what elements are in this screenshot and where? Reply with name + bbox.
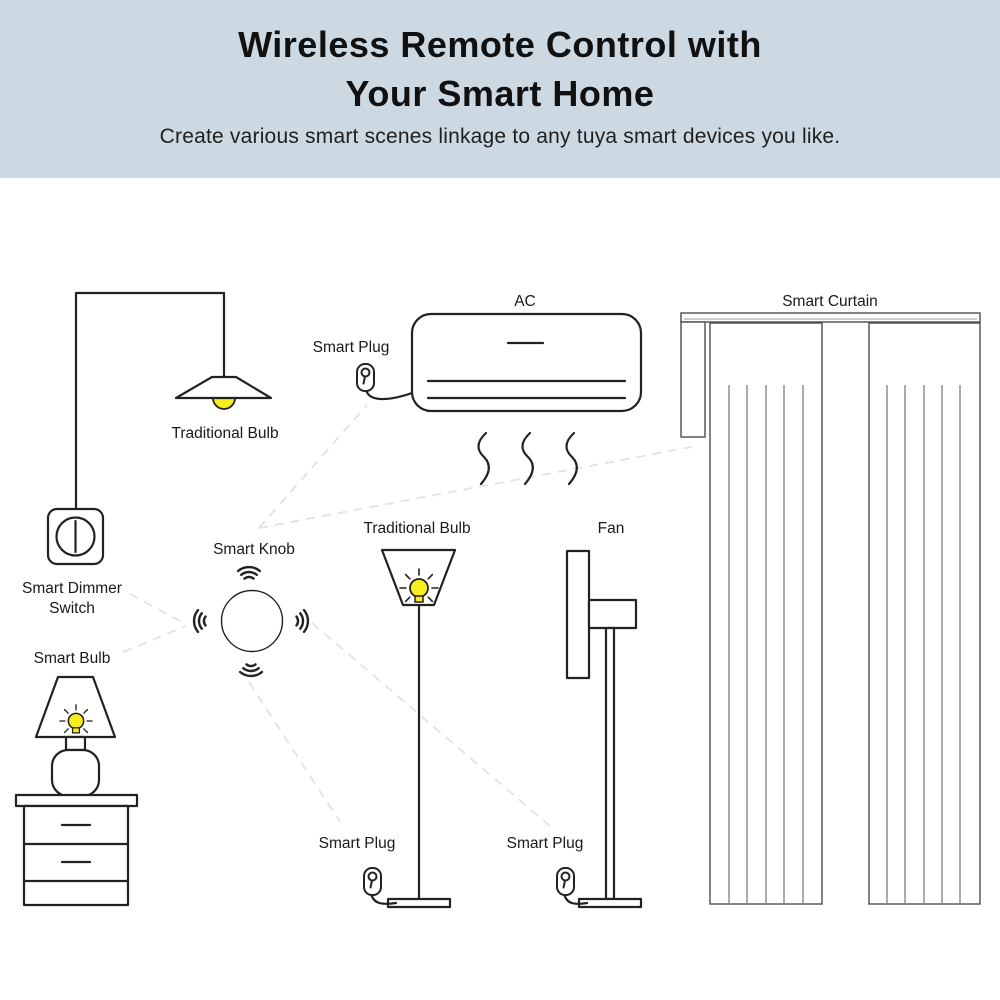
table-lamp-neck bbox=[64, 735, 87, 752]
smart-curtain-label: Smart Curtain bbox=[782, 293, 878, 310]
fan: Fan bbox=[565, 520, 643, 909]
smart-plug-fan-label: Smart Plug bbox=[507, 835, 584, 852]
floor-lamp: Traditional Bulb bbox=[363, 520, 471, 909]
smart-dimmer-switch: Smart Dimmer Switch bbox=[22, 507, 122, 617]
smart-curtain: Smart Curtain bbox=[680, 293, 981, 905]
wifi-wave-left-icon bbox=[192, 608, 207, 634]
smart-bulb-label: Smart Bulb bbox=[34, 650, 111, 667]
title-line-2: Your Smart Home bbox=[345, 73, 655, 114]
fan-motor bbox=[587, 598, 638, 630]
table-lamp-body bbox=[50, 748, 101, 798]
smart-plug-ac: Smart Plug bbox=[313, 339, 414, 401]
smart-plug-ac-cord bbox=[364, 388, 414, 401]
link-knob-curtain bbox=[258, 446, 692, 529]
connection-links bbox=[122, 404, 692, 827]
wifi-wave-right-icon bbox=[295, 608, 310, 634]
page-title: Wireless Remote Control with Your Smart … bbox=[0, 20, 1000, 118]
pendant-lamp: Traditional Bulb bbox=[74, 291, 279, 511]
smart-knob-hub: Smart Knob bbox=[192, 541, 310, 678]
curtain-folds-right bbox=[886, 385, 961, 903]
floor-lamp-shade bbox=[380, 548, 457, 607]
pendant-cord bbox=[74, 291, 226, 511]
curtain-motor bbox=[680, 321, 706, 438]
link-knob-plug-ac bbox=[258, 404, 368, 529]
smart-bulb-lamp: Smart Bulb bbox=[14, 650, 139, 907]
fan-base bbox=[577, 897, 643, 909]
floor-lamp-base bbox=[386, 897, 452, 909]
smart-plug-ac-label: Smart Plug bbox=[313, 339, 390, 356]
nightstand-top bbox=[14, 793, 139, 808]
smart-plug-floor-lamp: Smart Plug bbox=[319, 835, 398, 905]
nightstand-body bbox=[22, 804, 130, 907]
fan-blade-panel bbox=[565, 549, 591, 680]
fan-label: Fan bbox=[598, 520, 625, 537]
dimmer-label-line2: Switch bbox=[49, 600, 95, 617]
smart-plug-floor-lamp-icon bbox=[363, 867, 382, 896]
link-knob-plug-fan bbox=[311, 622, 551, 827]
link-knob-plug-floor-lamp bbox=[248, 681, 341, 823]
smart-plug-fan: Smart Plug bbox=[507, 835, 589, 905]
title-line-1: Wireless Remote Control with bbox=[238, 24, 762, 65]
pendant-shade bbox=[174, 375, 273, 400]
ac-unit: AC bbox=[410, 293, 643, 486]
ac-label: AC bbox=[514, 293, 536, 310]
header-banner: Wireless Remote Control with Your Smart … bbox=[0, 0, 1000, 178]
ac-body bbox=[410, 312, 643, 413]
table-lamp-shade bbox=[34, 675, 117, 739]
smart-knob-label: Smart Knob bbox=[213, 541, 295, 558]
ac-airflow-icon bbox=[477, 431, 578, 486]
link-knob-smart-bulb bbox=[122, 625, 187, 653]
curtain-rail bbox=[680, 312, 981, 323]
dimmer-label-line1: Smart Dimmer bbox=[22, 580, 122, 597]
smart-plug-fan-icon bbox=[556, 867, 575, 896]
floor-lamp-label: Traditional Bulb bbox=[363, 520, 470, 537]
smart-plug-ac-icon bbox=[356, 363, 375, 392]
wifi-wave-top-icon bbox=[236, 565, 262, 580]
smart-plug-floor-lamp-label: Smart Plug bbox=[319, 835, 396, 852]
curtain-folds-left bbox=[728, 385, 804, 903]
smart-knob-body bbox=[220, 589, 284, 653]
pendant-bulb-icon bbox=[212, 397, 236, 410]
page-subtitle: Create various smart scenes linkage to a… bbox=[159, 125, 841, 148]
pendant-lamp-label: Traditional Bulb bbox=[171, 425, 278, 442]
link-knob-dimmer bbox=[129, 593, 187, 625]
fan-pole bbox=[604, 626, 616, 901]
wifi-wave-bottom-icon bbox=[238, 663, 264, 678]
